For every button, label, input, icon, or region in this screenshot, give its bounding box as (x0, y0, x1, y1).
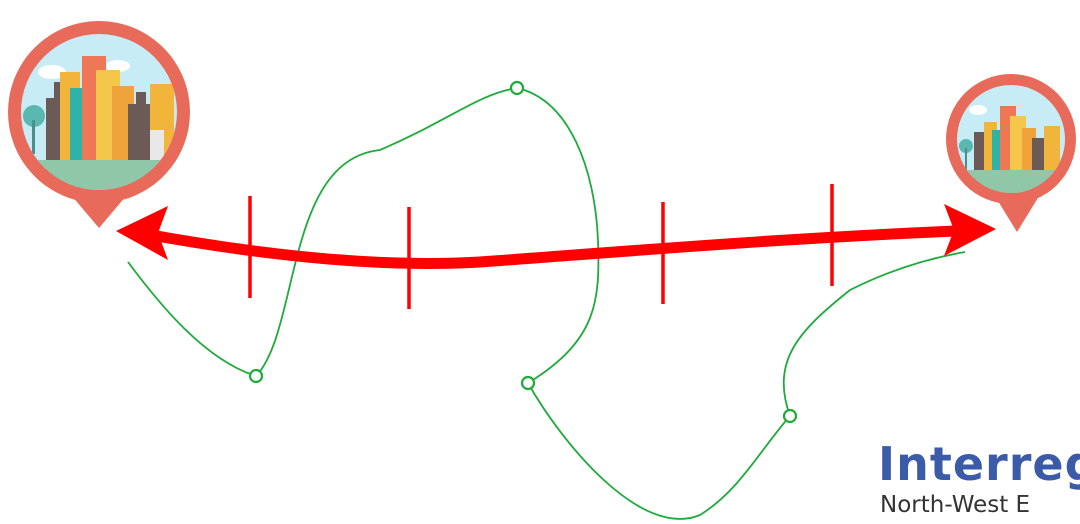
interreg-logo-subtitle: North-West E (880, 492, 1030, 518)
start-city-pin-icon (8, 21, 190, 228)
winding-route-line (128, 88, 965, 519)
waypoint-marker (250, 370, 262, 382)
waypoint-marker (784, 410, 796, 422)
interreg-logo-word: Interreg (878, 441, 1080, 487)
waypoint-marker (522, 377, 534, 389)
red-arrow-shaft (140, 230, 980, 263)
end-city-pin-icon (946, 74, 1076, 232)
waypoint-marker (511, 82, 523, 94)
